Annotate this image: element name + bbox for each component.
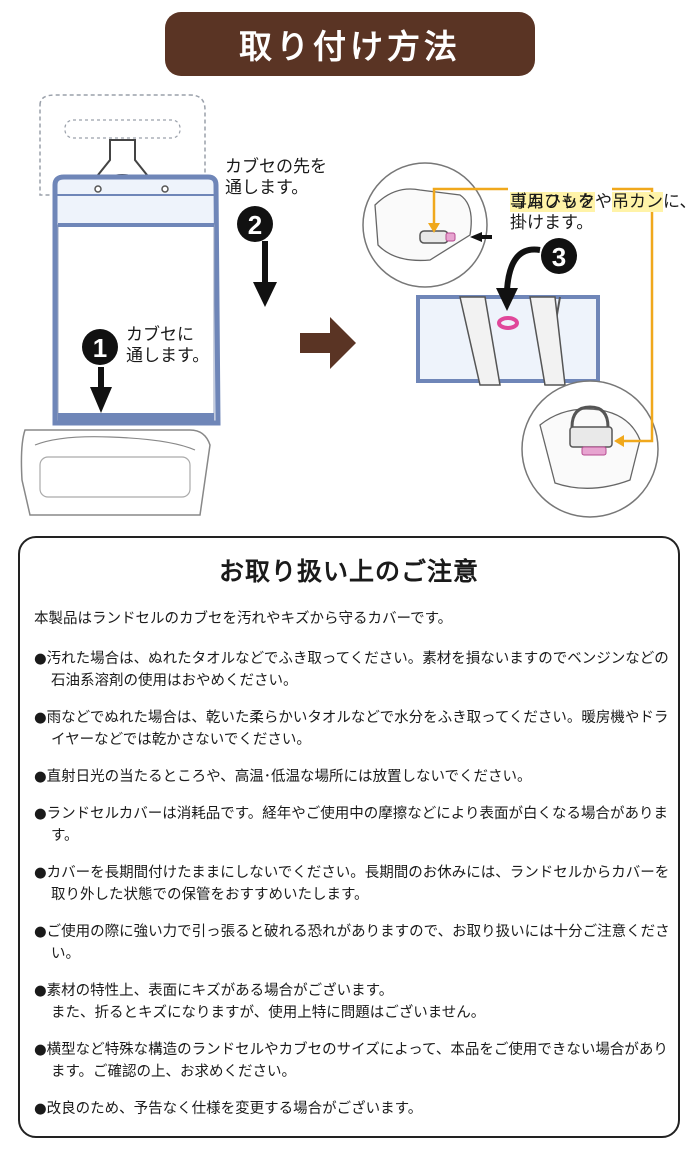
hook-term: 専用フック bbox=[510, 192, 595, 212]
installation-illustration: 1 2 3 bbox=[0, 85, 700, 525]
notice-item: ●ランドセルカバーは消耗品です。経年やご使用中の摩擦などにより表面が白くなる場合… bbox=[34, 806, 668, 844]
notice-intro: 本製品はランドセルのカブセを汚れやキズから守るカバーです。 bbox=[34, 611, 453, 627]
step2-number: 2 bbox=[248, 210, 262, 240]
notice-box: お取り扱い上のご注意 本製品はランドセルのカブセを汚れやキズから守るカバーです。… bbox=[18, 536, 680, 1138]
lid-dashed-outline bbox=[39, 94, 206, 196]
notice-item: ●カバーを長期間付けたままにしないでください。長期間のお休みには、ランドセルから… bbox=[34, 865, 670, 903]
step3-number-circle bbox=[541, 238, 577, 274]
notice-title: お取り扱い上のご注意 bbox=[218, 557, 479, 586]
notice-item: ●素材の特性上、表面にキズがある場合がございます。 また、折るとキズになりますが… bbox=[34, 983, 486, 1021]
hanger-pointer-line bbox=[612, 187, 654, 443]
notice-list: ●汚れた場合は、ぬれたタオルなどでふき取ってください。素材を損ないますのでベンジ… bbox=[34, 648, 674, 1135]
step1-label: カブセに 通します。 bbox=[126, 325, 210, 366]
notice-item: ●雨などでぬれた場合は、乾いた柔らかいタオルなどで水分をふき取ってください。暖房… bbox=[34, 710, 669, 748]
hanger-ring-icon bbox=[570, 405, 610, 428]
notice-item: ●汚れた場合は、ぬれたタオルなどでふき取ってください。素材を損ないますのでベンジ… bbox=[34, 651, 669, 689]
step2-arrow bbox=[253, 282, 277, 307]
closeup-cover bbox=[416, 295, 600, 383]
notice-item: ●改良のため、予告なく仕様を変更する場合がございます。 bbox=[34, 1101, 423, 1117]
step1-number-circle bbox=[82, 329, 118, 365]
notice-item: ●直射日光の当たるところや、高温･低温な場所には放置しないでください。 bbox=[34, 769, 532, 785]
hook-pointer-line bbox=[432, 187, 508, 228]
step1-arrow bbox=[90, 387, 112, 413]
step2-label: カブセの先を 通します。 bbox=[225, 157, 327, 198]
notice-item: ●ご使用の際に強い力で引っ張ると破れる恐れがありますので、お取り扱いには十分ご注… bbox=[34, 924, 670, 962]
notice-item: ●横型など特殊な構造のランドセルやカブセのサイズによって、本品をご使用できない場… bbox=[34, 1042, 668, 1080]
step3-label-line1: 専用フックや吊カンに、 bbox=[510, 192, 697, 212]
step3-label-line2: ゴムひもを 掛けます。 bbox=[510, 192, 595, 233]
step2-number-circle bbox=[237, 206, 273, 242]
page-title: 取り付け方法 bbox=[165, 12, 535, 76]
rubber-ring bbox=[497, 316, 519, 330]
step3-number: 3 bbox=[552, 242, 566, 272]
hanger-term: 吊カン bbox=[612, 192, 663, 212]
installation-diagram: 1 2 3 bbox=[20, 94, 659, 518]
step1-number: 1 bbox=[93, 333, 107, 363]
next-arrow-icon bbox=[300, 317, 356, 369]
randoseru-body bbox=[20, 429, 211, 516]
step3-arrow bbox=[504, 246, 541, 291]
